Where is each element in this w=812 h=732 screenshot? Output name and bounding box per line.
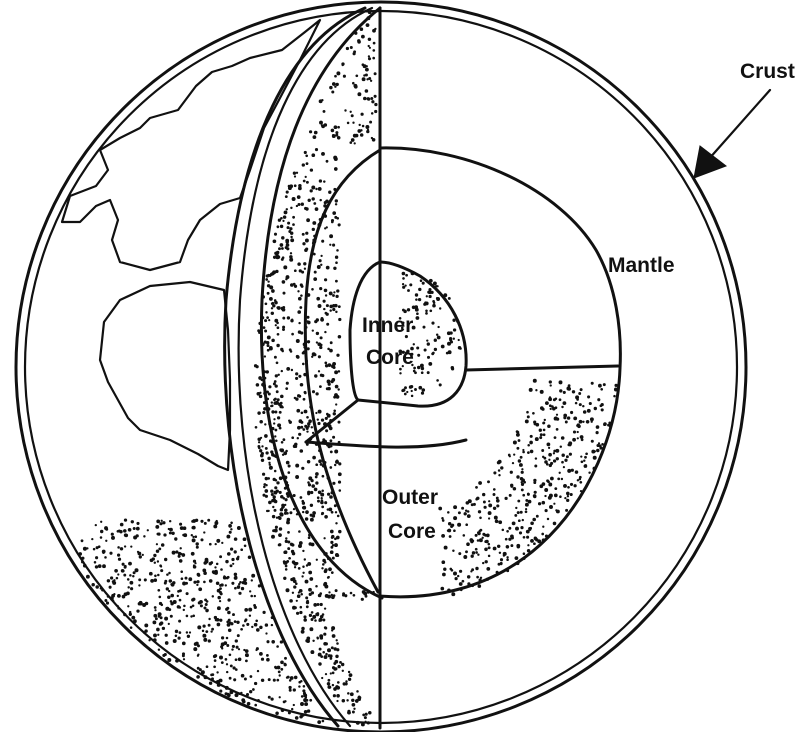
inner-core-label-line1: Inner xyxy=(362,314,413,337)
inner-core-label-line2: Core xyxy=(366,346,414,369)
crust-label: Crust xyxy=(740,60,795,83)
wedge-lines xyxy=(306,148,620,597)
crust-pointer-arrow xyxy=(694,90,770,178)
outer-core-label-line2: Core xyxy=(388,520,436,543)
continent-north xyxy=(62,20,320,270)
slice-mantle-arc xyxy=(261,8,382,598)
mantle-label: Mantle xyxy=(608,254,675,277)
stipple-outer-core xyxy=(438,379,618,596)
cutaway-arcs xyxy=(225,8,382,728)
outer-core-arc xyxy=(305,150,380,592)
continent-south xyxy=(100,282,230,470)
core-horizontal-line xyxy=(466,366,618,370)
slice-outer-arc xyxy=(225,8,365,726)
outer-core-label-line1: Outer xyxy=(382,486,438,509)
